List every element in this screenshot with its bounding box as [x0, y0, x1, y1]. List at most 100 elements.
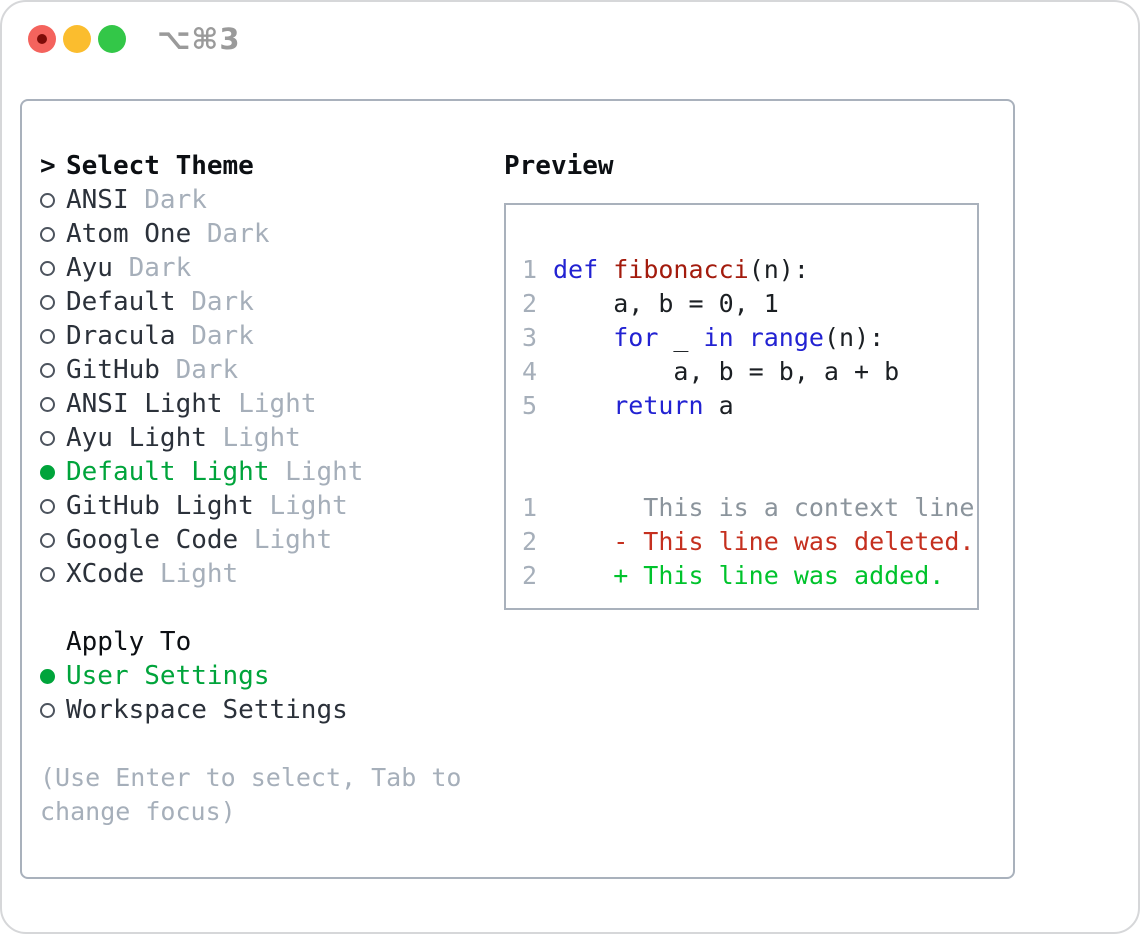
code-segment: for	[613, 323, 659, 352]
radio-icon	[40, 498, 66, 514]
apply-to-label: User Settings	[66, 661, 270, 691]
radio-circle	[40, 294, 55, 310]
theme-variant: Light	[206, 423, 301, 453]
select-theme-title: Select Theme	[66, 151, 254, 181]
line-number: 2	[522, 527, 538, 556]
theme-option[interactable]: ANSI Dark	[40, 183, 502, 217]
line-number: 1	[522, 255, 538, 284]
radio-circle	[40, 464, 55, 480]
spacer	[522, 423, 977, 457]
code-segment	[553, 389, 613, 423]
theme-variant: Light	[222, 389, 317, 419]
theme-name: Ayu Light	[66, 423, 207, 453]
radio-circle	[40, 532, 55, 548]
code-segment: a, b = 0, 1	[553, 289, 779, 318]
line-number: 4	[522, 357, 538, 386]
theme-variant: Dark	[175, 287, 254, 317]
code-segment: in	[703, 323, 734, 352]
code-segment: a	[703, 391, 734, 420]
line-number: 2	[522, 289, 538, 318]
radio-circle	[40, 668, 55, 684]
code-segment: (n):	[748, 255, 809, 284]
radio-icon	[40, 430, 66, 446]
diff-line: 1 This is a context line.	[522, 491, 977, 525]
code-segment	[553, 321, 613, 355]
radio-circle	[40, 702, 55, 718]
window-title: ⌥⌘3	[157, 22, 241, 56]
titlebar: ⌥⌘3	[28, 22, 241, 56]
close-button[interactable]	[28, 25, 56, 53]
theme-name: Ayu	[66, 253, 113, 283]
spacer	[40, 727, 502, 761]
radio-icon	[40, 260, 66, 276]
theme-option[interactable]: Google Code Light	[40, 523, 502, 557]
radio-icon	[40, 566, 66, 582]
radio-icon	[40, 226, 66, 242]
keyboard-hint: (Use Enter to select, Tab to change focu…	[40, 763, 462, 826]
theme-variant: Dark	[175, 321, 254, 351]
spacer	[522, 457, 977, 491]
code-line: 5 return a	[522, 389, 977, 423]
select-theme-header: > Select Theme	[40, 149, 502, 183]
apply-to-option[interactable]: User Settings	[40, 659, 502, 693]
radio-selected-icon	[40, 668, 66, 684]
radio-circle	[40, 396, 55, 412]
radio-icon	[40, 192, 66, 208]
theme-name: Default Light	[66, 457, 270, 487]
code-segment: _	[658, 323, 704, 352]
radio-icon	[40, 532, 66, 548]
radio-circle	[40, 328, 55, 344]
code-segment: fibonacci	[613, 255, 749, 284]
theme-option[interactable]: ANSI Light Light	[40, 387, 502, 421]
theme-option[interactable]: Ayu Light Light	[40, 421, 502, 455]
theme-option[interactable]: XCode Light	[40, 557, 502, 591]
apply-to-label: Workspace Settings	[66, 695, 348, 725]
theme-option[interactable]: GitHub Dark	[40, 353, 502, 387]
code-line: 2 a, b = 0, 1	[522, 287, 977, 321]
theme-name: Google Code	[66, 525, 239, 555]
radio-circle	[40, 192, 55, 208]
diff-line: 2 - This line was deleted.	[522, 525, 977, 559]
line-number: 5	[522, 391, 538, 420]
code-segment: a, b = b, a + b	[553, 357, 900, 386]
code-segment	[734, 321, 749, 355]
apply-to-title: Apply To	[66, 627, 192, 657]
code-segment: return	[613, 391, 704, 420]
theme-variant: Dark	[191, 219, 270, 249]
theme-variant: Light	[144, 559, 239, 589]
diff-text: This is a context line.	[553, 493, 979, 522]
theme-option[interactable]: Default Light Light	[40, 455, 502, 489]
radio-circle	[40, 430, 55, 446]
code-segment: (n):	[823, 323, 885, 352]
code-segment	[598, 253, 613, 287]
theme-option[interactable]: Default Dark	[40, 285, 502, 319]
radio-icon	[40, 396, 66, 412]
code-line: 3 for _ in range(n):	[522, 321, 977, 355]
theme-name: GitHub	[66, 355, 160, 385]
minimize-button[interactable]	[63, 25, 91, 53]
code-line: 4 a, b = b, a + b	[522, 355, 977, 389]
apply-to-option[interactable]: Workspace Settings	[40, 693, 502, 727]
theme-name: ANSI Light	[66, 389, 223, 419]
theme-option[interactable]: Atom One Dark	[40, 217, 502, 251]
theme-option[interactable]: GitHub Light Light	[40, 489, 502, 523]
theme-option[interactable]: Dracula Dark	[40, 319, 502, 353]
radio-circle	[40, 566, 55, 582]
zoom-button[interactable]	[98, 25, 126, 53]
preview-title: Preview	[504, 151, 614, 181]
theme-variant: Dark	[128, 185, 207, 215]
theme-name: Atom One	[66, 219, 192, 249]
radio-circle	[40, 362, 55, 378]
radio-selected-icon	[40, 464, 66, 480]
diff-preview: 1 This is a context line.2 - This line w…	[522, 491, 977, 593]
theme-variant: Light	[253, 491, 348, 521]
theme-option[interactable]: Ayu Dark	[40, 251, 502, 285]
line-number: 2	[522, 561, 538, 590]
diff-text: - This line was deleted.	[553, 527, 975, 556]
theme-name: GitHub Light	[66, 491, 254, 521]
